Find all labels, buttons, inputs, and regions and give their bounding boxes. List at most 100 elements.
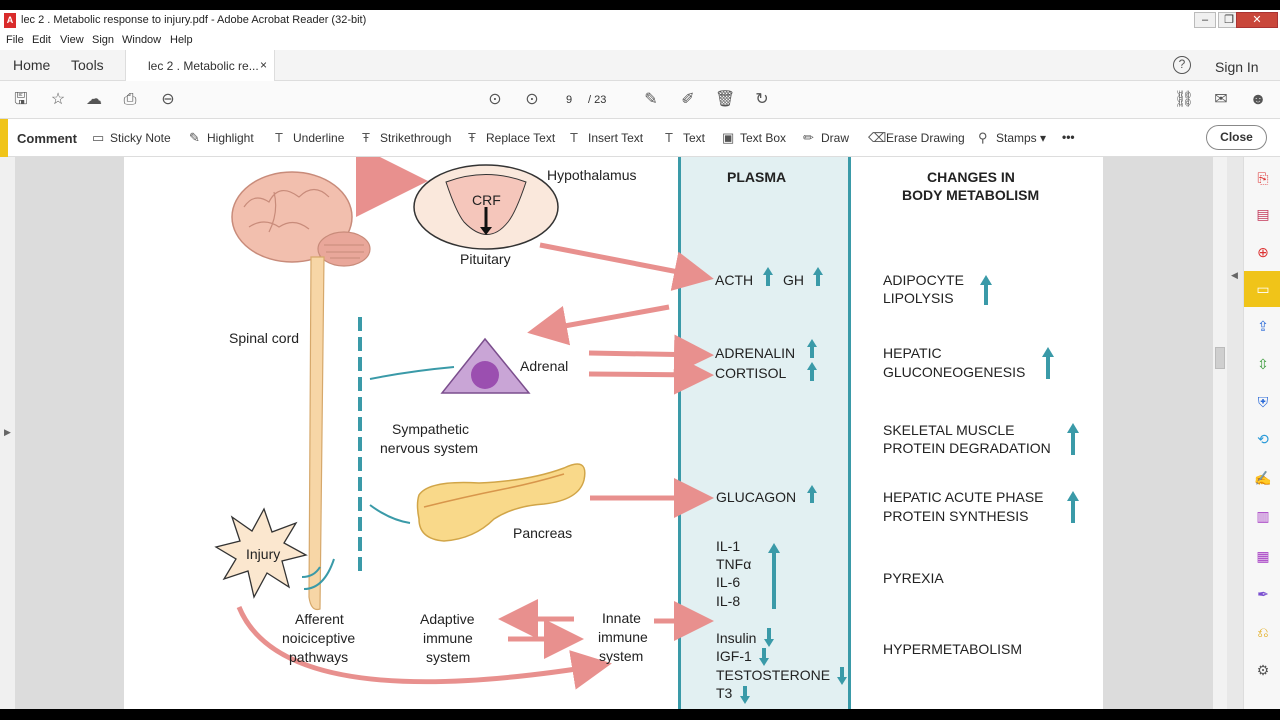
tab-home[interactable]: Home (13, 57, 51, 73)
title-bar-inner: A lec 2 . Metabolic response to injury.p… (0, 10, 1280, 32)
text-box-tool[interactable]: ▣Text Box (722, 130, 786, 146)
arrow-adrenal-adrenalin (588, 334, 714, 375)
menu-bar: File Edit View Sign Window Help (0, 32, 1280, 50)
share-icon[interactable]: ⟲ (1257, 431, 1269, 447)
strikethrough-icon: Ŧ (362, 130, 370, 145)
pancreas-illustration (416, 463, 586, 542)
export-pdf-icon[interactable]: ⎘ (1257, 170, 1269, 186)
change-1a: ADIPOCYTE (883, 272, 964, 288)
menu-sign[interactable]: Sign (92, 34, 115, 46)
more-tools-icon[interactable]: ⚙ (1256, 662, 1270, 678)
vertical-scrollbar[interactable] (1213, 157, 1227, 709)
comment-icon[interactable]: ▭ (1256, 281, 1270, 297)
draw-tool[interactable]: ✏Draw (803, 130, 849, 146)
zoom-icon[interactable]: ⊖ (161, 91, 175, 108)
sign-icon[interactable]: ✎ (644, 91, 658, 108)
save-icon[interactable]: 🖫 (14, 91, 28, 108)
arrow-pituitary-acth (539, 242, 714, 291)
sympathetic-label-1: Sympathetic (392, 421, 470, 437)
menu-window[interactable]: Window (122, 34, 162, 46)
next-page-icon[interactable]: ⊙ (525, 91, 539, 108)
account-icon[interactable]: ☻ (1249, 91, 1267, 108)
create-pdf-icon[interactable]: ⊕ (1257, 244, 1269, 260)
organize-pages-icon[interactable]: ▤ (1256, 206, 1270, 222)
highlight-tool[interactable]: ✎ Highlight (189, 130, 254, 146)
crf-label: CRF (472, 192, 501, 208)
accessibility-icon[interactable]: ⎌ (1257, 624, 1269, 640)
menu-edit[interactable]: Edit (32, 34, 51, 46)
compress-icon[interactable]: ⇳ (1257, 356, 1269, 372)
menu-file[interactable]: File (6, 34, 24, 46)
erase-drawing-tool[interactable]: ⌫Erase Drawing (868, 130, 965, 146)
pdf-page: Hypothalamus CRF Pituitary Spinal cord A… (124, 157, 1103, 709)
help-icon[interactable]: ? (1173, 56, 1191, 74)
highlight-label: Highlight (207, 131, 254, 145)
tab-document[interactable]: lec 2 . Metabolic re... × (125, 50, 275, 81)
print-icon[interactable]: ⎙ (123, 91, 137, 108)
comment-label: Comment (17, 131, 77, 146)
replace-text-icon: Ŧ (468, 130, 476, 145)
draw-label: Draw (821, 131, 850, 145)
underline-label: Underline (293, 131, 345, 145)
text-box-icon: ▣ (722, 130, 735, 145)
hypothalamus-label: Hypothalamus (547, 167, 637, 183)
sign-in-link[interactable]: Sign In (1215, 59, 1259, 75)
adaptive-label-3: system (426, 649, 471, 665)
edit-icon[interactable]: ✐ (681, 91, 695, 108)
menu-help[interactable]: Help (170, 34, 193, 46)
eraser-icon: ⌫ (868, 130, 887, 145)
change-2b: GLUCONEOGENESIS (883, 364, 1026, 380)
cortisol-label: CORTISOL (715, 365, 787, 381)
protect-icon[interactable]: ⛨ (1257, 394, 1269, 410)
text-label: Text (683, 131, 706, 145)
erase-drawing-label: Erase Drawing (886, 131, 965, 145)
left-panel-strip[interactable]: ▶ (0, 157, 15, 709)
pituitary-label: Pituitary (460, 251, 511, 267)
pdf-edit-icon[interactable]: ▥ (1256, 508, 1270, 524)
menu-view[interactable]: View (60, 34, 84, 46)
expand-left-icon[interactable]: ▶ (4, 427, 11, 437)
bottom-border (0, 709, 1280, 720)
enhance-scans-icon[interactable]: ▦ (1256, 548, 1270, 564)
prev-page-icon[interactable]: ⊙ (488, 91, 502, 108)
highlight-icon: ✎ (189, 130, 200, 145)
afferent-label-1: Afferent (295, 611, 344, 627)
close-comment-button[interactable]: Close (1206, 125, 1267, 150)
tab-close-icon[interactable]: × (260, 58, 268, 72)
il1-label: IL-1 (716, 538, 741, 554)
sticky-note-tool[interactable]: ▭Sticky Note (92, 130, 171, 146)
close-window-button[interactable]: ✕ (1236, 12, 1278, 28)
more-options-icon[interactable]: ••• (1062, 130, 1075, 144)
il6-label: IL-6 (716, 574, 741, 590)
collapse-right-panel-icon[interactable]: ◀ (1231, 270, 1238, 280)
insert-text-label: Insert Text (588, 131, 644, 145)
send-for-review-icon[interactable]: ⇪ (1257, 318, 1269, 334)
tab-tools[interactable]: Tools (71, 57, 104, 73)
minimize-button[interactable]: – (1194, 12, 1216, 28)
testosterone-label: TESTOSTERONE (716, 667, 831, 683)
upload-icon[interactable]: ☁ (86, 91, 102, 108)
link-icon[interactable]: ⛓ (1174, 91, 1195, 108)
page-total: / 23 (588, 94, 607, 106)
rotate-icon[interactable]: ↻ (755, 91, 769, 108)
pdf-icon: A (4, 13, 16, 28)
mail-icon[interactable]: ✉ (1214, 91, 1228, 108)
trash-icon[interactable]: 🗑 (715, 91, 736, 108)
title-bar: A lec 2 . Metabolic response to injury.p… (0, 0, 1280, 32)
fill-sign-icon[interactable]: ✍ (1254, 470, 1272, 486)
change-2a: HEPATIC (883, 345, 942, 361)
page-number-input[interactable]: 9 (565, 94, 573, 106)
star-icon[interactable]: ☆ (50, 91, 66, 108)
scroll-thumb[interactable] (1215, 347, 1225, 369)
request-signature-icon[interactable]: ✒ (1257, 586, 1269, 602)
stamps-tool[interactable]: ⚲Stamps ▾ (978, 130, 1046, 146)
change-5: PYREXIA (883, 570, 944, 586)
arrow-injury-innate (236, 606, 612, 690)
stamps-label: Stamps ▾ (996, 131, 1047, 145)
